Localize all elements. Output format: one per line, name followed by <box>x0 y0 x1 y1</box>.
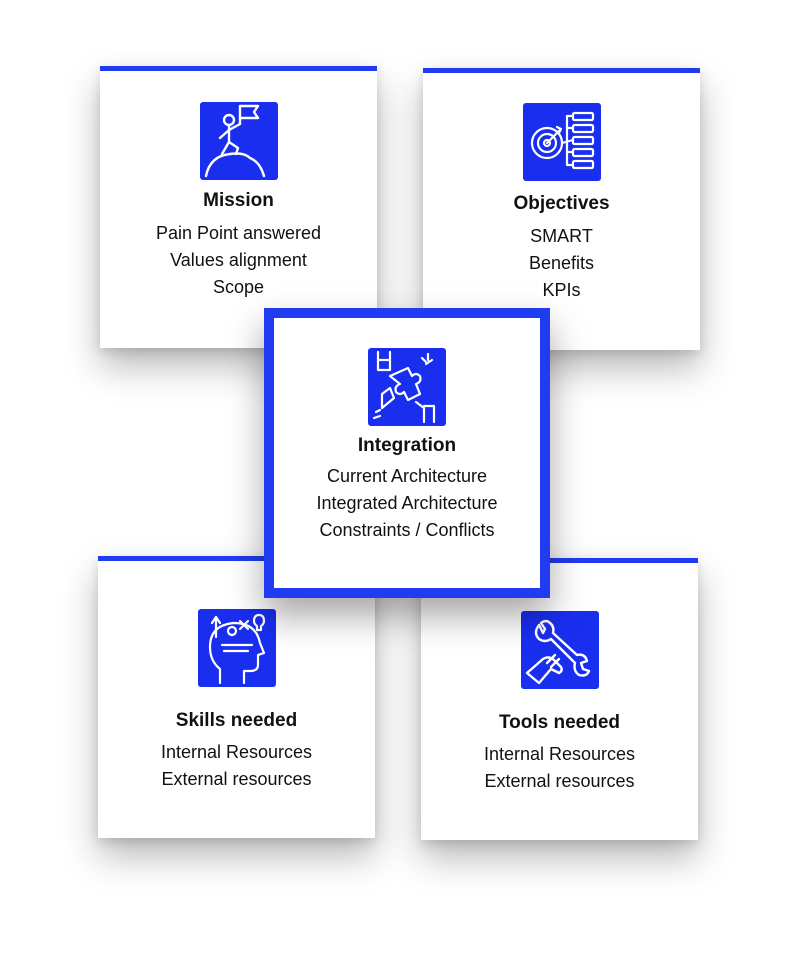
skills-line: Internal Resources <box>160 742 313 762</box>
skills-line: External resources <box>161 769 312 789</box>
mission-title: Mission <box>203 190 274 211</box>
integration-lines: Current Architecture Integrated Architec… <box>274 463 540 544</box>
tools-title: Tools needed <box>498 712 621 733</box>
skills-card: Skills needed Internal Resources Externa… <box>98 556 375 838</box>
integration-line: Constraints / Conflicts <box>319 520 495 540</box>
mission-line: Values alignment <box>170 250 307 270</box>
skills-lines: Internal Resources External resources <box>98 739 375 793</box>
integration-card: Integration Current Architecture Integra… <box>264 308 550 598</box>
mission-line: Scope <box>212 277 265 297</box>
target-checklist-icon <box>522 103 601 181</box>
integration-line: Integrated Architecture <box>316 493 498 513</box>
objectives-card: Objectives SMART Benefits KPIs <box>423 68 700 350</box>
integration-line: Current Architecture <box>326 466 488 486</box>
tools-lines: Internal Resources External resources <box>421 741 698 795</box>
tools-line: Internal Resources <box>483 744 636 764</box>
mission-lines: Pain Point answered Values alignment Sco… <box>100 220 377 301</box>
summit-flag-icon <box>199 102 278 180</box>
objectives-line: Benefits <box>528 253 595 273</box>
objectives-line: KPIs <box>542 280 581 300</box>
objectives-lines: SMART Benefits KPIs <box>423 223 700 304</box>
skills-title: Skills needed <box>175 710 298 731</box>
integration-title: Integration <box>357 435 457 456</box>
wrench-hand-icon <box>520 611 599 689</box>
head-ideas-icon <box>197 609 276 687</box>
objectives-title: Objectives <box>513 193 610 214</box>
tools-line: External resources <box>484 771 635 791</box>
mission-card: Mission Pain Point answered Values align… <box>100 66 377 348</box>
tools-card: Tools needed Internal Resources External… <box>421 558 698 840</box>
mission-line: Pain Point answered <box>155 223 322 243</box>
puzzle-hands-icon <box>368 348 446 426</box>
objectives-line: SMART <box>530 226 593 246</box>
